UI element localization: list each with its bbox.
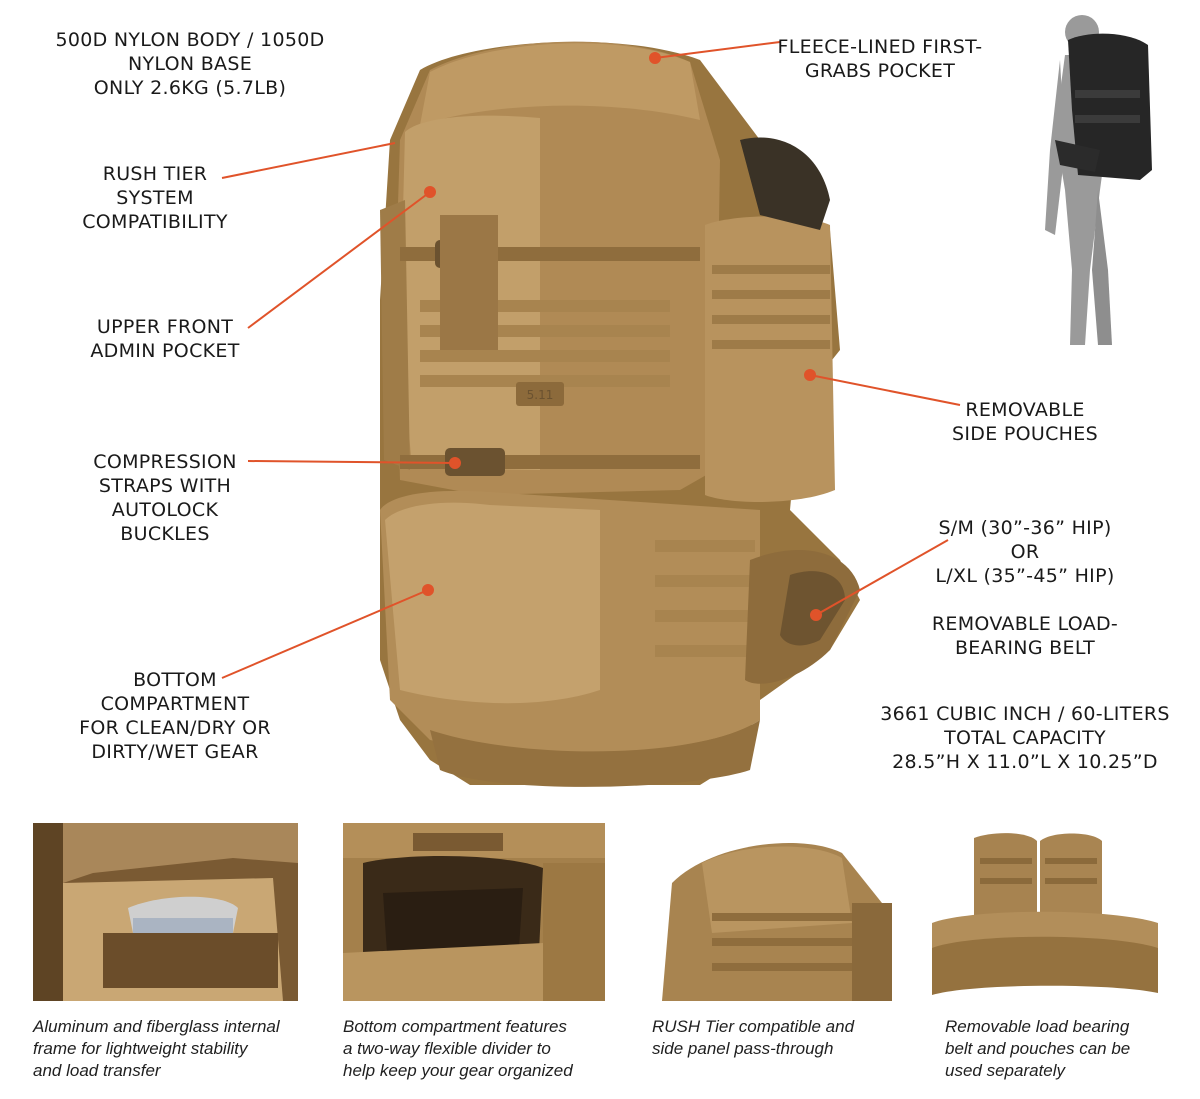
- side-pouches-label: REMOVABLE SIDE POUCHES: [952, 399, 1098, 445]
- callout-line-admin: [247, 191, 431, 329]
- callout-line-bottom: [221, 589, 429, 679]
- callout-line-belt: [815, 539, 949, 616]
- callout-line-rush: [221, 142, 396, 179]
- main-illustration: 5.11: [221, 15, 1152, 787]
- feature-caption-belt-pouches: Removable load bearing belt and pouches …: [945, 1017, 1131, 1080]
- callout-dot-compression: [449, 457, 461, 469]
- bottom-compartment-label: BOTTOM COMPARTMENT FOR CLEAN/DRY OR DIRT…: [79, 669, 271, 763]
- brand-logo: 5.11: [527, 388, 554, 402]
- compression-label: COMPRESSION STRAPS WITH AUTOLOCK BUCKLES: [93, 451, 237, 545]
- callout-dot-side: [804, 369, 816, 381]
- hip-size-label: S/M (30”-36” HIP) OR L/XL (35”-45” HIP): [935, 517, 1115, 587]
- callout-dot-fleece: [649, 52, 661, 64]
- feature-caption-bottom-compartment: Bottom compartment features a two-way fl…: [343, 1017, 573, 1080]
- rush-tier-label: RUSH TIER SYSTEM COMPATIBILITY: [82, 163, 228, 233]
- callout-line-side: [809, 374, 961, 406]
- feature-photo-frame: [33, 823, 298, 1001]
- feature-photo-belt-pouches: [932, 823, 1158, 1001]
- material-spec: 500D NYLON BODY / 1050D NYLON BASE ONLY …: [55, 29, 325, 99]
- feature-caption-rush-tier: RUSH Tier compatible and side panel pass…: [652, 1017, 855, 1058]
- admin-pocket-label: UPPER FRONT ADMIN POCKET: [90, 316, 240, 362]
- callout-dot-belt: [810, 609, 822, 621]
- callout-line-fleece: [654, 41, 781, 59]
- callout-lines: [221, 41, 961, 679]
- black-backpack: [1068, 33, 1152, 181]
- callout-dot-admin: [424, 186, 436, 198]
- capacity-label: 3661 CUBIC INCH / 60-LITERS TOTAL CAPACI…: [880, 703, 1170, 773]
- callout-dot-bottom: [422, 584, 434, 596]
- callout-line-compression: [247, 460, 456, 464]
- feature-photo-bottom-compartment: [343, 823, 605, 1001]
- feature-photo-rush-tier: [652, 823, 914, 1001]
- backpack-image: 5.11: [380, 41, 860, 787]
- silhouette-figure: [1045, 15, 1152, 345]
- belt-label: REMOVABLE LOAD- BEARING BELT: [931, 613, 1119, 659]
- fleece-pocket-label: FLEECE-LINED FIRST- GRABS POCKET: [777, 36, 983, 82]
- feature-caption-frame: Aluminum and fiberglass internal frame f…: [33, 1017, 280, 1080]
